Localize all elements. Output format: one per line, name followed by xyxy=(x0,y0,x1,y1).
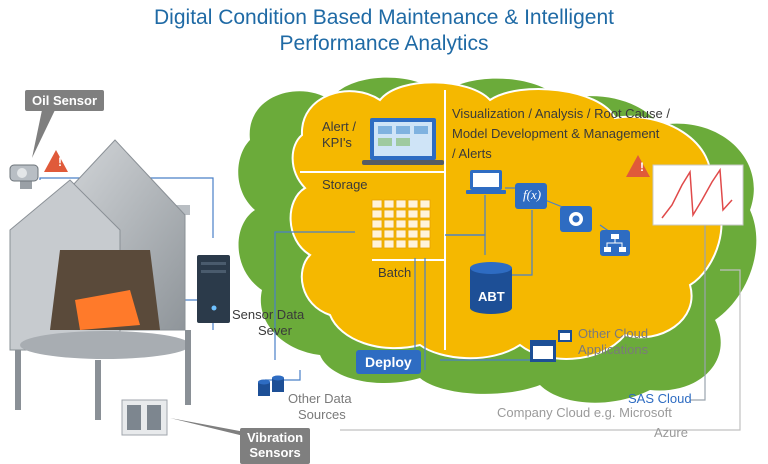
oil-sensor-callout: Oil Sensor xyxy=(25,90,105,111)
batch-label: Batch xyxy=(378,265,412,280)
server-icon xyxy=(197,255,230,323)
company-cloud-label-2: Azure xyxy=(654,425,688,440)
viz-laptop-icon xyxy=(466,170,506,194)
function-icon xyxy=(515,183,547,209)
vibration-sensors-line1: Vibration xyxy=(247,430,304,445)
trend-chart-icon xyxy=(652,164,744,226)
warning-symbol-2: ! xyxy=(58,155,62,169)
viz-label-3: / Alerts xyxy=(452,146,492,161)
page-title-line2: Performance Analytics xyxy=(279,32,489,55)
vibration-sensors-line2: Sensors xyxy=(249,444,301,460)
warning-symbol: ! xyxy=(640,160,644,174)
storage-label: Storage xyxy=(322,177,368,192)
alert-kpi-label: Alert / xyxy=(322,119,356,134)
chart-node-icon xyxy=(560,206,592,232)
hierarchy-icon xyxy=(600,230,630,256)
viz-label-2: Model Development & Management xyxy=(452,126,660,141)
database-icon xyxy=(470,262,512,314)
other-data-sources-label: Other Data xyxy=(288,391,352,406)
other-cloud-label: Other Cloud xyxy=(578,326,649,341)
alert-kpi-label-2: KPI's xyxy=(322,135,352,150)
callout-pointers xyxy=(32,110,252,438)
other-cloud-label-2: Applications xyxy=(578,342,649,357)
storage-grid-icon xyxy=(371,199,431,249)
industrial-equipment xyxy=(9,139,191,436)
sas-cloud-label: SAS Cloud xyxy=(628,391,692,406)
sensor-server-label: Sensor Data xyxy=(232,307,305,322)
page-title: Digital Condition Based Maintenance & In… xyxy=(154,6,614,29)
laptop-icon xyxy=(362,118,444,165)
deploy-button[interactable]: Deploy xyxy=(356,350,421,374)
viz-label-1: Visualization / Analysis / Root Cause / xyxy=(452,106,670,121)
other-data-sources-label-2: Sources xyxy=(298,407,346,422)
sensor-server-label-2: Sever xyxy=(258,323,292,338)
function-label: f(x) xyxy=(523,187,542,202)
data-sources-icon xyxy=(258,375,284,396)
warning-icon xyxy=(44,150,650,177)
abt-label: ABT xyxy=(478,289,505,304)
application-window-icon xyxy=(530,330,572,362)
company-cloud-label: Company Cloud e.g. Microsoft xyxy=(497,405,672,420)
vibration-sensors-callout: Vibration Sensors xyxy=(240,428,311,464)
